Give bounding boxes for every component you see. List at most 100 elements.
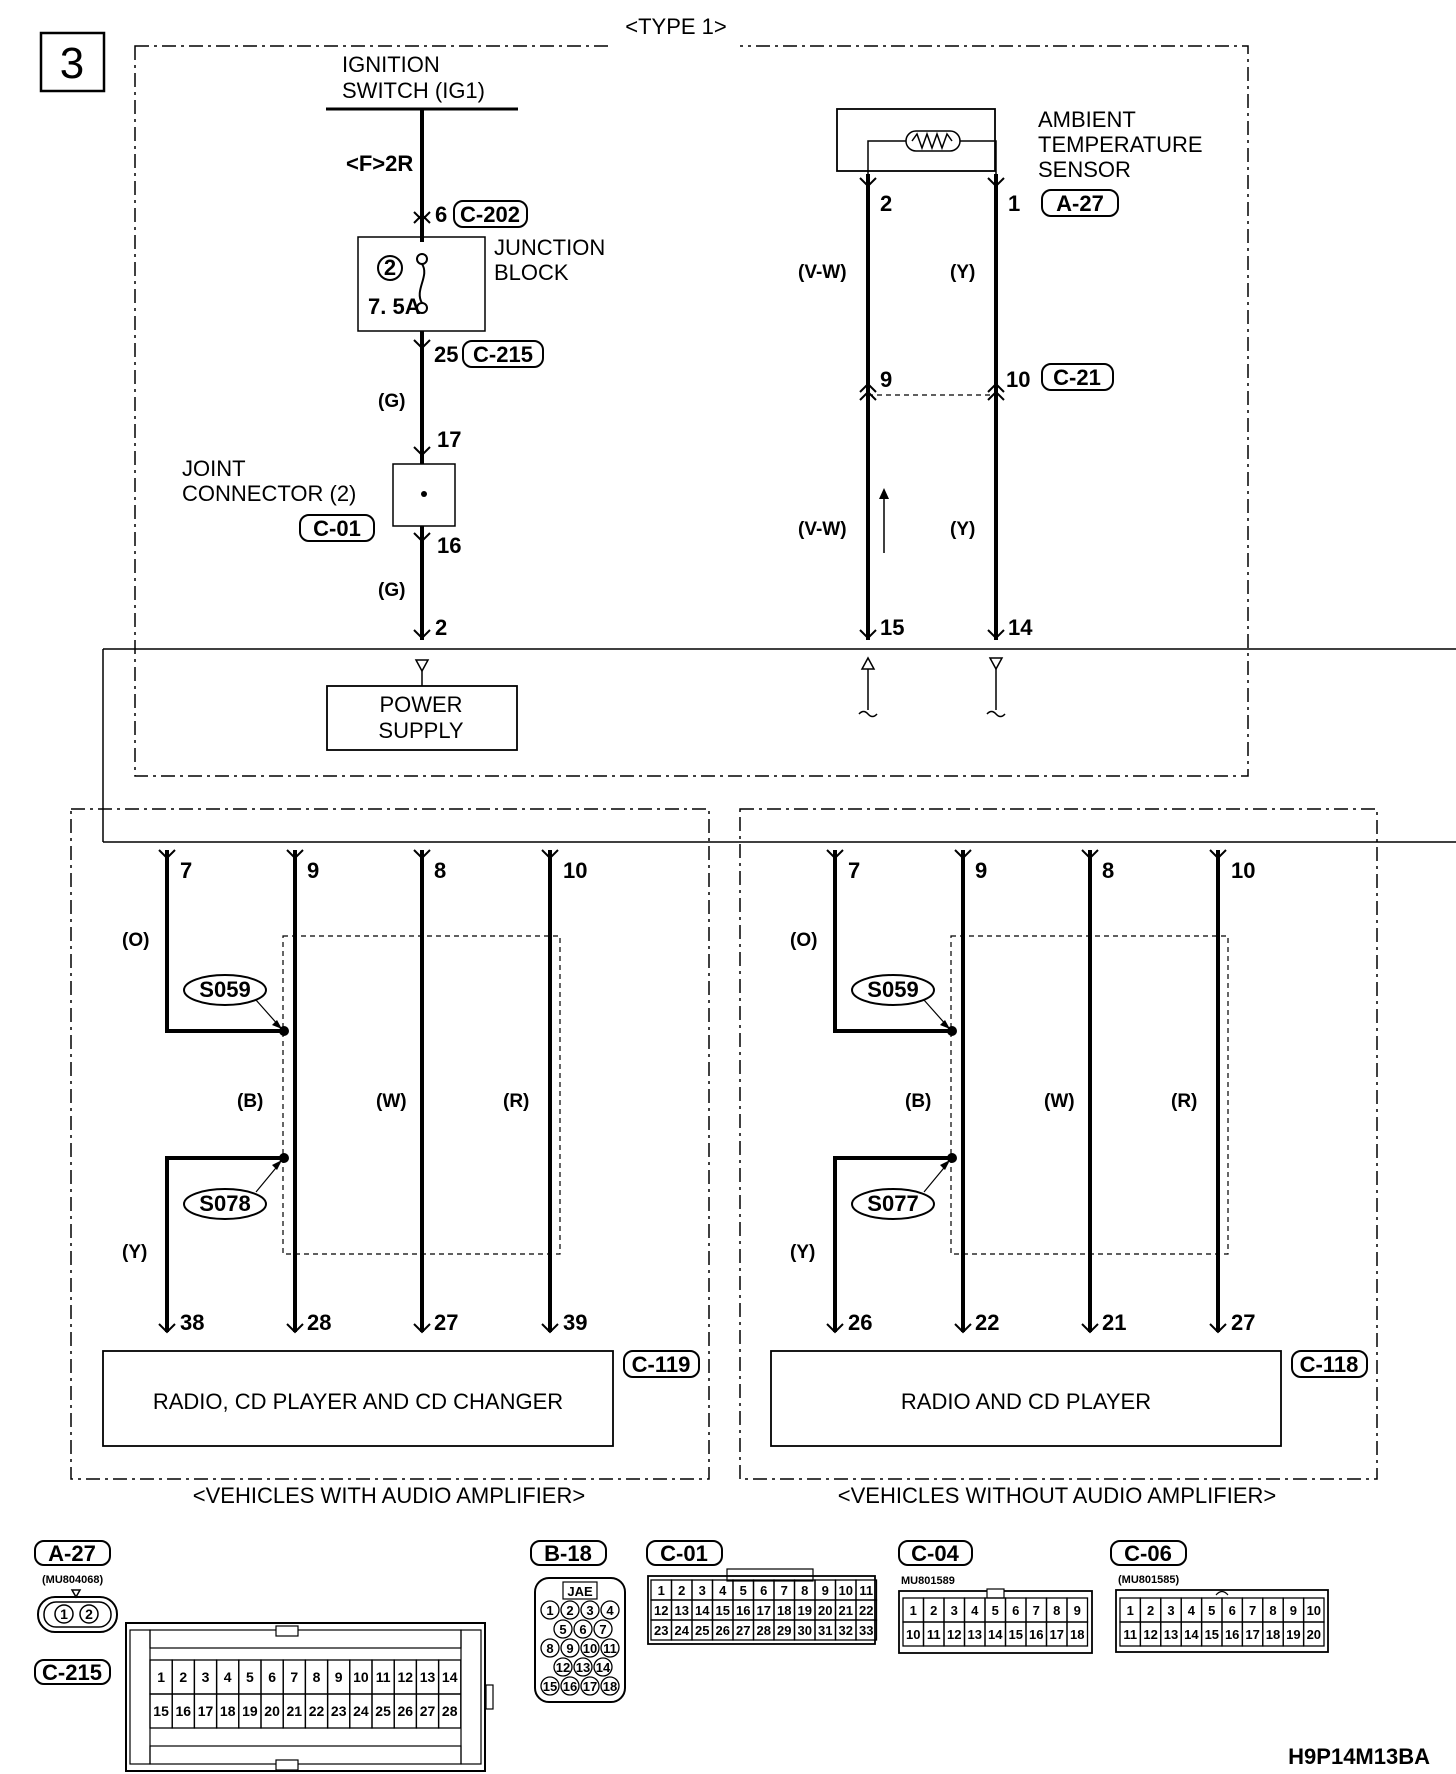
- c06-cell-label-9: 9: [1290, 1603, 1297, 1618]
- sensor-label-3: SENSOR: [1038, 157, 1131, 182]
- b18-jae: JAE: [567, 1584, 593, 1599]
- c04-cell-label-14: 14: [988, 1627, 1003, 1642]
- left-wire-color-b: (B): [237, 1091, 263, 1112]
- c06-cell-label-14: 14: [1184, 1627, 1199, 1642]
- c01-cell-label-12: 12: [654, 1603, 668, 1618]
- c04-cell-label-11: 11: [927, 1627, 941, 1642]
- conn-mark-16: [413, 532, 431, 543]
- wire-color-vw-1: (V-W): [798, 262, 847, 283]
- b18-pin-label-11: 11: [603, 1641, 617, 1656]
- c01-cell-label-14: 14: [695, 1603, 710, 1618]
- figure-code: H9P14M13BA: [1288, 1744, 1430, 1769]
- c215-cell-label-18: 18: [220, 1703, 236, 1719]
- c215-cell-label-27: 27: [420, 1703, 436, 1719]
- c04-cell-label-18: 18: [1070, 1627, 1084, 1642]
- ignition-switch-label-2: SWITCH (IG1): [342, 78, 485, 103]
- c01-cell-label-30: 30: [798, 1623, 812, 1638]
- c06-diag-label: C-06: [1124, 1541, 1172, 1566]
- c215-diag-label: C-215: [42, 1660, 102, 1685]
- b18-pin-label-18: 18: [603, 1679, 617, 1694]
- c01-cell-33: [855, 1619, 878, 1641]
- c06-key: [1215, 1590, 1229, 1596]
- right-s059-label: S059: [867, 977, 918, 1002]
- right-dashed-box: [950, 935, 1229, 1255]
- a27-diag-tag: [34, 1540, 111, 1566]
- c04-cell-label-10: 10: [906, 1627, 920, 1642]
- right-wire-color-y: (Y): [790, 1242, 815, 1263]
- conn-mark-c21-10: [987, 382, 1005, 393]
- left-unit-name: RADIO, CD PLAYER AND CD CHANGER: [153, 1389, 563, 1414]
- c21-tag: [1041, 363, 1114, 391]
- left-s078-tag: [183, 1188, 267, 1220]
- right-conn-mark-9: [954, 849, 972, 860]
- a27-housing: [37, 1596, 118, 1633]
- left-s059-tag: [183, 974, 267, 1006]
- thermistor-zigzag: [911, 131, 953, 151]
- right-bottom-pin-3: 21: [1102, 1310, 1126, 1335]
- c06-housing: [1115, 1589, 1329, 1653]
- right-bottom-pin-1: 26: [848, 1310, 872, 1335]
- fuse-terminal-top: [416, 253, 428, 265]
- c01-cell-label-25: 25: [695, 1623, 709, 1638]
- c215-cell-label-12: 12: [398, 1669, 414, 1685]
- sensor-label-2: TEMPERATURE: [1038, 132, 1203, 157]
- c04-key: [986, 1588, 1005, 1599]
- b18-pin-label-13: 13: [576, 1660, 590, 1675]
- b18-pin-label-10: 10: [583, 1641, 597, 1656]
- c215-cell-label-11: 11: [376, 1669, 391, 1685]
- c01-label: C-01: [313, 516, 361, 541]
- c215-cell-label-14: 14: [442, 1669, 458, 1685]
- c21-label: C-21: [1053, 365, 1101, 390]
- b18-pin-7: [593, 1619, 613, 1639]
- conn-mark-a27-1: [987, 177, 1005, 188]
- b18-pin-4: [600, 1600, 620, 1620]
- left-bottom-pin-3: 27: [434, 1310, 458, 1335]
- down-arrow-14: [988, 657, 1004, 671]
- c01-cell-label-9: 9: [822, 1583, 829, 1598]
- left-s059-arrow: [272, 1020, 282, 1029]
- right-conn-mark-7: [826, 849, 844, 860]
- c01-cell-label-28: 28: [757, 1623, 771, 1638]
- left-unit-frame: [70, 808, 710, 1480]
- left-top-pin-1: 7: [180, 858, 192, 883]
- c06-cell-label-17: 17: [1245, 1627, 1259, 1642]
- conn-mark-c21-9: [859, 382, 877, 393]
- left-top-pin-4: 10: [563, 858, 587, 883]
- type1-title: <TYPE 1>: [625, 14, 727, 39]
- b18-pin-label-15: 15: [543, 1679, 557, 1694]
- c215-cell-label-25: 25: [375, 1703, 391, 1719]
- b18-pin-16: [560, 1676, 580, 1696]
- b18-pin-label-17: 17: [583, 1679, 597, 1694]
- c01-cell-label-5: 5: [740, 1583, 747, 1598]
- right-bottom-pin-2: 22: [975, 1310, 999, 1335]
- junction-block-label-1: JUNCTION: [494, 235, 605, 260]
- c04-cell-label-3: 3: [951, 1603, 958, 1618]
- right-top-pin-3: 8: [1102, 858, 1114, 883]
- left-wire-38: [165, 1156, 283, 1332]
- conn-mark-17: [413, 446, 431, 457]
- c215-diag-tag: [34, 1659, 111, 1685]
- right-top-pin-1: 7: [848, 858, 860, 883]
- fuse-icon: [418, 263, 426, 304]
- b18-pin-label-12: 12: [556, 1660, 570, 1675]
- c215-cell-label-10: 10: [353, 1669, 369, 1685]
- a27-housing-inner: [43, 1601, 112, 1628]
- c04-cell-label-17: 17: [1050, 1627, 1064, 1642]
- b18-pin-label-4: 4: [606, 1603, 614, 1618]
- c215-cell-label-20: 20: [264, 1703, 280, 1719]
- a27-pin-2-label: 2: [85, 1606, 93, 1622]
- c06-cell-label-20: 20: [1307, 1627, 1321, 1642]
- c01-cell-label-2: 2: [678, 1583, 685, 1598]
- c01-diag-tag: [646, 1540, 723, 1566]
- c01-cell-label-27: 27: [736, 1623, 750, 1638]
- c215-cell-label-15: 15: [153, 1703, 169, 1719]
- b18-pin-label-5: 5: [559, 1622, 566, 1637]
- c01-cell-label-7: 7: [781, 1583, 788, 1598]
- right-conn-mark-27: [1209, 1323, 1227, 1334]
- c06-cell-label-19: 19: [1286, 1627, 1300, 1642]
- c06-cell-label-16: 16: [1225, 1627, 1239, 1642]
- conn-mark-15: [859, 629, 877, 640]
- c04-cell-18: [1066, 1621, 1089, 1647]
